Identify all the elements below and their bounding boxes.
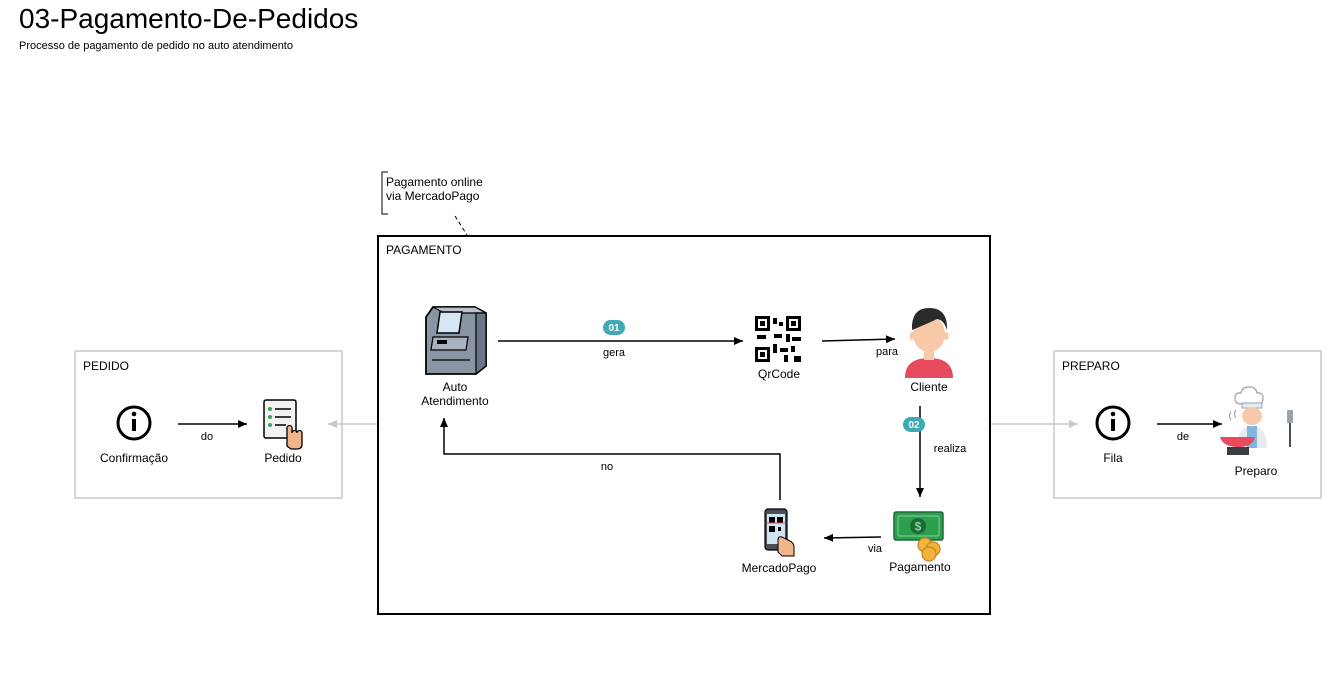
page-subtitle: Processo de pagamento de pedido no auto …	[19, 40, 293, 52]
edge-do-label: do	[201, 431, 213, 443]
edge-via-label: via	[868, 543, 883, 555]
node-auto-label-line2: Atendimento	[421, 394, 489, 408]
page-title: 03-Pagamento-De-Pedidos	[19, 3, 359, 34]
edge-realiza-label: realiza	[934, 443, 967, 455]
hand-icon	[777, 536, 795, 557]
node-pedido-label: Pedido	[264, 451, 302, 465]
annotation-line1: Pagamento online	[386, 175, 483, 189]
edge-gera-label: gera	[603, 347, 626, 359]
group-pagamento[interactable]: PAGAMENTO	[377, 235, 991, 615]
node-preparo-label: Preparo	[1235, 464, 1278, 478]
node-auto-label-line1: Auto	[443, 380, 468, 394]
money-icon: $	[893, 511, 944, 562]
annotation-note[interactable]: Pagamento online via MercadoPago	[381, 171, 483, 236]
node-preparo[interactable]: Preparo	[1220, 386, 1293, 478]
group-pedido-title: PEDIDO	[83, 359, 129, 373]
svg-text:01: 01	[608, 323, 620, 334]
node-cliente-label: Cliente	[910, 380, 948, 394]
node-qrcode[interactable]: QrCode	[755, 316, 801, 381]
node-qrcode-label: QrCode	[758, 367, 800, 381]
group-pagamento-title: PAGAMENTO	[386, 243, 462, 257]
step-badge-01: 01	[603, 320, 625, 335]
atm-kiosk-icon	[425, 306, 487, 376]
node-pedido[interactable]: Pedido	[263, 399, 303, 465]
smartphone-qr-icon	[764, 508, 795, 557]
chef-icon	[1220, 386, 1293, 455]
edge-no-label: no	[601, 461, 613, 473]
node-pagamento[interactable]: $ Pagamento	[889, 511, 951, 574]
info-icon	[116, 405, 152, 441]
group-preparo-title: PREPARO	[1062, 359, 1120, 373]
person-icon	[905, 308, 953, 378]
node-fila[interactable]: Fila	[1095, 405, 1131, 465]
annotation-line2: via MercadoPago	[386, 189, 480, 203]
edge-via	[823, 533, 882, 542]
node-cliente[interactable]: Cliente	[905, 308, 953, 394]
qr-code-icon	[755, 316, 801, 362]
node-mercadopago-label: MercadoPago	[742, 561, 817, 575]
edge-de-label: de	[1177, 431, 1189, 443]
svg-text:02: 02	[908, 420, 920, 431]
info-icon	[1095, 405, 1131, 441]
hand-icon	[286, 424, 303, 450]
checklist-icon	[263, 399, 303, 450]
edge-para	[821, 335, 896, 344]
node-pagamento-label: Pagamento	[889, 560, 951, 574]
node-fila-label: Fila	[1103, 451, 1123, 465]
annotation-connector	[454, 215, 468, 236]
node-confirmacao-label: Confirmação	[100, 451, 168, 465]
step-badge-02: 02	[903, 417, 925, 432]
node-auto-atendimento[interactable]: Auto Atendimento	[421, 306, 489, 408]
node-mercadopago[interactable]: MercadoPago	[742, 508, 817, 575]
edge-no	[440, 418, 781, 500]
svg-text:$: $	[915, 520, 922, 534]
node-confirmacao[interactable]: Confirmação	[100, 405, 168, 465]
edge-para-label: para	[876, 346, 899, 358]
